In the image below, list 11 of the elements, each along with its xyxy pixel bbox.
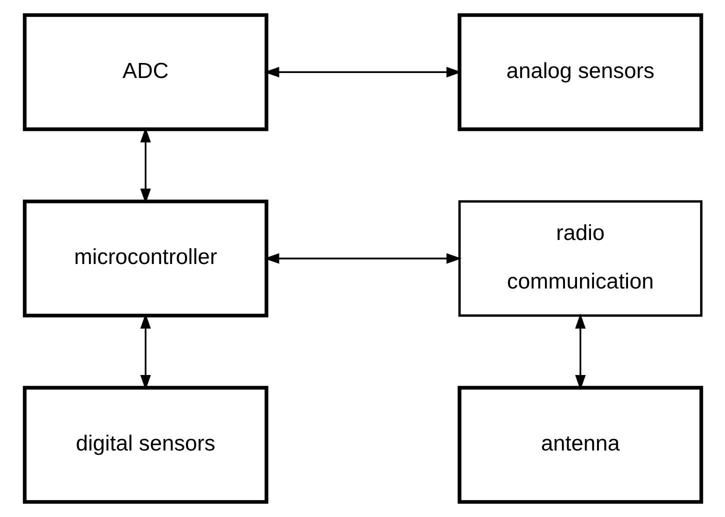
node-box: digital sensors xyxy=(22,386,268,504)
node-box: ADC xyxy=(22,13,268,132)
node-box: antenna xyxy=(457,386,703,504)
node-box: analog sensors xyxy=(457,13,703,132)
arrow xyxy=(264,66,462,78)
node-box: microcontroller xyxy=(22,200,268,318)
arrow xyxy=(140,127,150,204)
node-box: radio communication xyxy=(458,200,702,317)
arrow xyxy=(140,314,150,390)
arrow xyxy=(264,253,462,264)
arrow xyxy=(574,314,586,390)
